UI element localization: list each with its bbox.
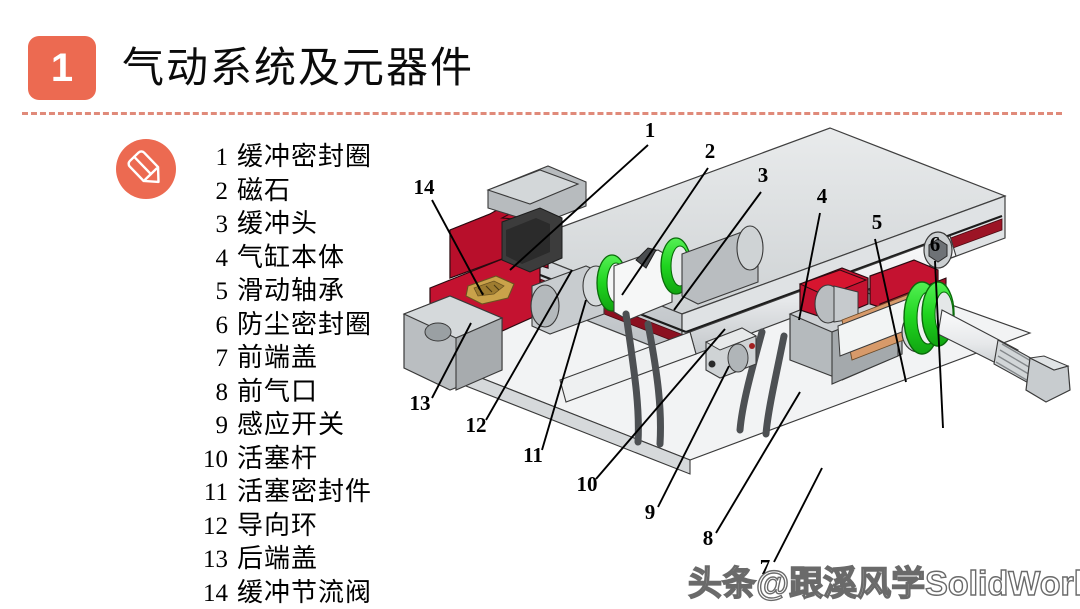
rod-nut bbox=[1025, 355, 1071, 403]
part-label: 磁石 bbox=[237, 174, 292, 205]
header-divider bbox=[22, 112, 1062, 115]
callout-13: 13 bbox=[410, 391, 431, 415]
list-item: 4 气缸本体 bbox=[186, 237, 396, 272]
part-number: 5 bbox=[215, 278, 229, 305]
pneumatic-cylinder-cutaway-diagram: 1 2 3 4 5 6 7 8 9 10 11 12 13 14 bbox=[390, 118, 1080, 608]
part-label: 活塞杆 bbox=[237, 442, 319, 473]
piston-seal-group bbox=[530, 225, 764, 335]
part-number: 2 bbox=[215, 177, 229, 205]
part-label: 气缸本体 bbox=[237, 241, 346, 272]
callout-numbers: 1 2 3 4 5 6 7 8 9 10 11 12 13 14 bbox=[410, 118, 941, 579]
callout-12: 12 bbox=[466, 413, 487, 437]
list-item: 13 后端盖 bbox=[186, 538, 396, 573]
rod-end-thread bbox=[937, 309, 1071, 403]
part-number: 13 bbox=[203, 546, 228, 573]
part-label: 感应开关 bbox=[237, 409, 346, 439]
list-item: 7 前端盖 bbox=[186, 337, 396, 372]
callout-9: 9 bbox=[645, 500, 656, 524]
hex-bolt bbox=[923, 231, 953, 269]
part-label: 活塞密封件 bbox=[237, 476, 373, 506]
air-port-thread bbox=[814, 284, 859, 324]
part-label: 前气口 bbox=[237, 375, 319, 406]
pneumatic-tubing-2 bbox=[736, 328, 788, 438]
callout-14: 14 bbox=[414, 175, 436, 199]
list-item: 8 前气口 bbox=[186, 371, 396, 406]
list-item: 6 防尘密封圈 bbox=[186, 304, 396, 339]
part-label: 缓冲密封圈 bbox=[237, 141, 373, 171]
list-item: 3 缓冲头 bbox=[186, 203, 396, 238]
page-header: 1 气动系统及元器件 bbox=[0, 0, 1080, 115]
callout-8: 8 bbox=[703, 526, 714, 550]
list-item: 10 活塞杆 bbox=[186, 438, 396, 473]
callout-7: 7 bbox=[760, 555, 771, 579]
part-number: 1 bbox=[215, 144, 229, 171]
list-item: 12 导向环 bbox=[186, 505, 396, 540]
magnetic-sensor-switch bbox=[704, 327, 758, 379]
part-number: 7 bbox=[215, 345, 229, 372]
part-number: 6 bbox=[215, 311, 229, 339]
part-label: 前端盖 bbox=[237, 342, 319, 372]
list-item: 1 缓冲密封圈 bbox=[186, 136, 396, 171]
list-item: 11 活塞密封件 bbox=[186, 471, 396, 506]
part-number: 14 bbox=[203, 579, 228, 607]
part-label: 导向环 bbox=[237, 509, 319, 540]
callout-2: 2 bbox=[705, 139, 716, 163]
part-label: 缓冲节流阀 bbox=[237, 576, 373, 607]
part-number: 3 bbox=[215, 211, 229, 238]
list-item: 9 感应开关 bbox=[186, 404, 396, 439]
watermark-text: 头条@跟溪风学SolidWorks bbox=[687, 564, 1080, 603]
part-number: 9 bbox=[215, 412, 229, 439]
page-title: 气动系统及元器件 bbox=[122, 44, 475, 91]
list-item: 14 缓冲节流阀 bbox=[186, 572, 396, 607]
callout-5: 5 bbox=[872, 210, 883, 234]
callout-11: 11 bbox=[523, 443, 543, 467]
part-number: 12 bbox=[203, 512, 228, 540]
rear-cover-block bbox=[402, 295, 504, 391]
list-item: 2 磁石 bbox=[186, 170, 396, 205]
parts-list: 1 缓冲密封圈 2 磁石 3 缓冲头 4 气缸本体 5 滑动轴承 6 防尘密封圈… bbox=[186, 136, 396, 607]
part-label: 缓冲头 bbox=[237, 208, 319, 238]
list-item: 5 滑动轴承 bbox=[186, 270, 396, 305]
part-label: 防尘密封圈 bbox=[237, 308, 373, 339]
callout-leaders bbox=[431, 144, 944, 563]
pencil-icon bbox=[116, 139, 176, 199]
cylinder-assembly bbox=[402, 127, 1071, 475]
section-number-badge: 1 bbox=[28, 36, 96, 100]
part-number: 11 bbox=[203, 479, 228, 506]
callout-10: 10 bbox=[577, 472, 598, 496]
callout-1: 1 bbox=[645, 118, 656, 142]
callout-6: 6 bbox=[930, 232, 941, 256]
part-label: 滑动轴承 bbox=[237, 275, 346, 305]
callout-4: 4 bbox=[817, 184, 828, 208]
part-label: 后端盖 bbox=[237, 543, 319, 573]
callout-3: 3 bbox=[758, 163, 769, 187]
part-number: 8 bbox=[215, 378, 229, 406]
part-number: 4 bbox=[215, 244, 229, 272]
part-number: 10 bbox=[203, 445, 228, 473]
